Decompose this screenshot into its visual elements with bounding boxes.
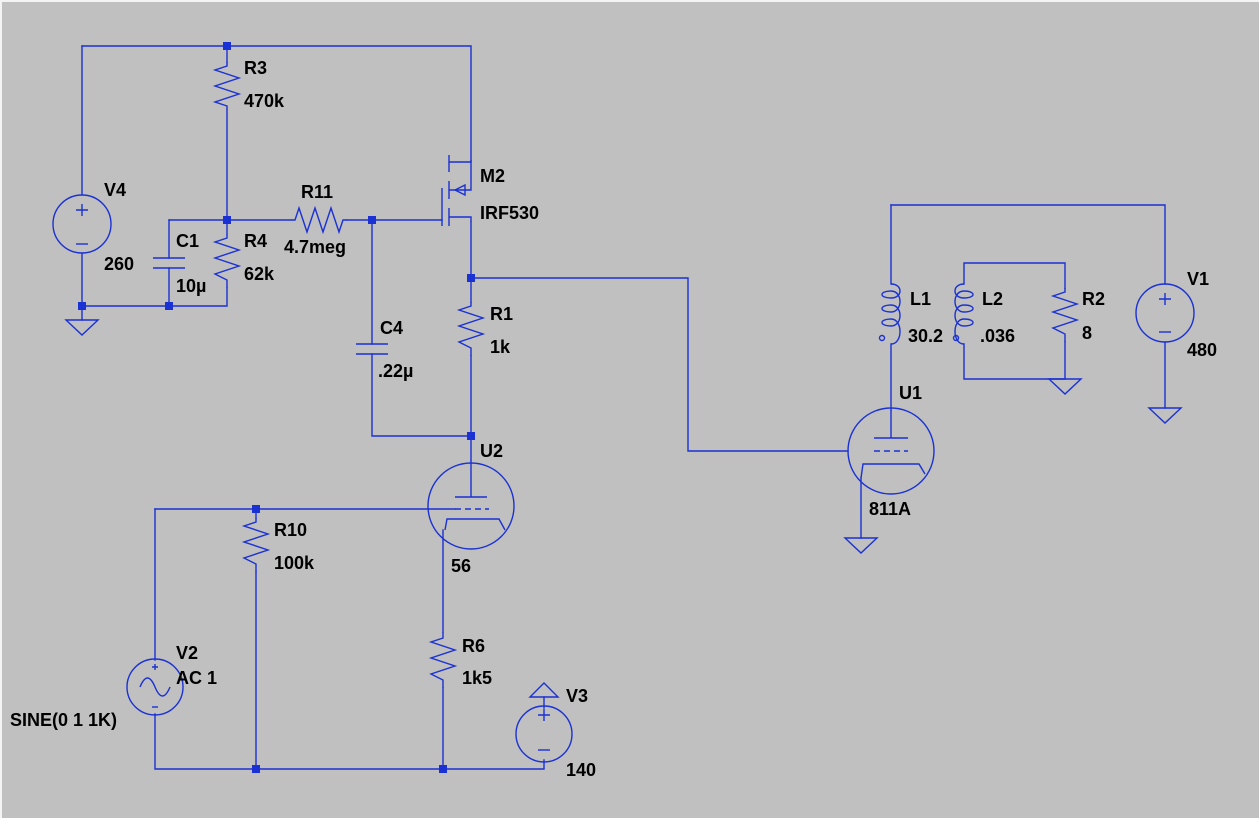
label-r2-name: R2 <box>1082 289 1105 309</box>
label-v1-name: V1 <box>1187 269 1209 289</box>
label-v1-value: 480 <box>1187 340 1217 360</box>
vacuum-tube-u1[interactable] <box>847 407 935 495</box>
label-c4-value: .22µ <box>378 361 413 381</box>
label-c4-name: C4 <box>380 318 403 338</box>
label-r11-name: R11 <box>301 182 333 202</box>
label-r6-value: 1k5 <box>462 668 492 688</box>
label-v2-value: AC 1 <box>176 668 217 688</box>
label-v2-spice: SINE(0 1 1K) <box>10 710 117 730</box>
mosfet-m2[interactable] <box>441 155 472 226</box>
voltage-source-v1[interactable] <box>1135 283 1195 343</box>
capacitor-c4[interactable] <box>356 343 388 355</box>
label-u1-value: 811A <box>869 499 911 519</box>
label-v4-value: 260 <box>104 254 134 274</box>
label-r3-name: R3 <box>244 58 267 78</box>
resistor-r11[interactable] <box>291 205 347 235</box>
junction-dots <box>78 42 475 773</box>
label-l2-name: L2 <box>982 289 1003 309</box>
label-r4-name: R4 <box>244 231 267 251</box>
label-r1-name: R1 <box>490 304 513 324</box>
voltage-source-v3[interactable] <box>515 682 573 763</box>
voltage-source-v4[interactable] <box>52 194 112 254</box>
label-r4-value: 62k <box>244 264 275 284</box>
label-r3-value: 470k <box>244 91 285 111</box>
sine-source-v2[interactable] <box>126 658 184 716</box>
label-m2-value: IRF530 <box>480 203 539 223</box>
label-v2-name: V2 <box>176 643 198 663</box>
wires <box>81 45 1166 770</box>
resistor-r1[interactable] <box>456 302 486 356</box>
ground-symbol <box>843 537 879 554</box>
inductor-l2[interactable] <box>952 283 974 345</box>
label-r10-name: R10 <box>274 520 307 540</box>
label-u1-name: U1 <box>899 383 922 403</box>
label-c1-value: 10µ <box>176 276 206 296</box>
resistor-r4[interactable] <box>212 234 242 288</box>
resistor-r3[interactable] <box>212 62 242 110</box>
label-l2-value: .036 <box>980 326 1015 346</box>
vacuum-tube-u2[interactable] <box>427 460 515 550</box>
label-c1-name: C1 <box>176 231 199 251</box>
label-v3-name: V3 <box>566 686 588 706</box>
ground-symbol <box>64 319 100 336</box>
label-u2-name: U2 <box>480 441 503 461</box>
inductor-l1[interactable] <box>878 283 901 345</box>
label-r10-value: 100k <box>274 553 315 573</box>
resistor-r6[interactable] <box>428 632 458 688</box>
label-m2-name: M2 <box>480 166 505 186</box>
label-r11-value: 4.7meg <box>284 237 346 257</box>
label-r1-value: 1k <box>490 337 511 357</box>
label-v4-name: V4 <box>104 180 126 200</box>
label-r6-name: R6 <box>462 636 485 656</box>
resistor-r2[interactable] <box>1050 288 1080 342</box>
label-r2-value: 8 <box>1082 323 1092 343</box>
ground-symbol <box>1147 407 1183 424</box>
label-u2-value: 56 <box>451 556 471 576</box>
ground-symbol <box>1047 378 1083 395</box>
label-l1-value: 30.2 <box>908 326 943 346</box>
resistor-r10[interactable] <box>241 518 271 572</box>
label-v3-value: 140 <box>566 760 596 780</box>
label-l1-name: L1 <box>910 289 931 309</box>
capacitor-c1[interactable] <box>153 257 185 269</box>
